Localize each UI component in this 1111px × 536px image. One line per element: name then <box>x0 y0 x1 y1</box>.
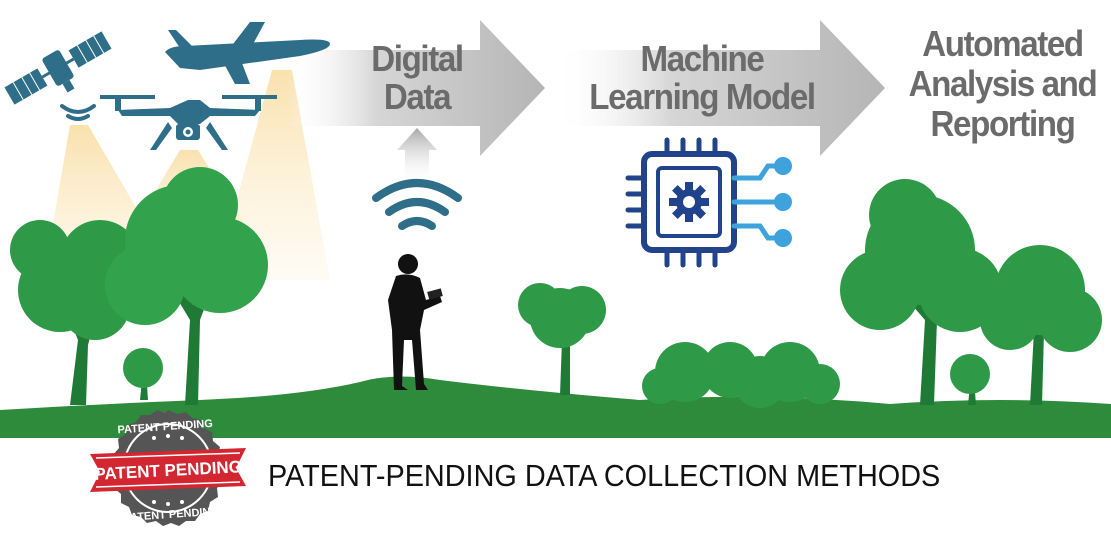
satellite-icon <box>4 31 112 105</box>
step-digital-line-1: Digital <box>371 38 464 79</box>
chip-ai-icon <box>625 137 792 268</box>
gear-icon <box>669 182 709 222</box>
step-analysis-line-3: Reporting <box>930 103 1076 144</box>
step-digital-data: Digital Data <box>357 40 477 116</box>
step-digital-line-2: Data <box>383 76 452 117</box>
wifi-signal-icon <box>372 179 462 230</box>
step-analysis-line-1: Automated <box>922 23 1084 64</box>
step-machine-learning: Machine Learning Model <box>564 40 840 116</box>
trees-left <box>10 167 268 405</box>
arrow-digital <box>285 20 545 156</box>
airplane-icon <box>165 22 330 84</box>
ground <box>0 376 1111 438</box>
step-automated-analysis: Automated Analysis and Reporting <box>899 24 1106 144</box>
person-tablet-icon <box>388 254 443 390</box>
drone-icon <box>100 95 277 150</box>
step-analysis-line-2: Analysis and <box>908 63 1098 104</box>
patent-pending-seal: PATENT PENDING PATENT PENDING PATENT PEN… <box>90 410 246 526</box>
arrow-ml <box>555 20 885 156</box>
satellite-signal-icon <box>60 104 96 121</box>
arrow-up <box>397 128 437 185</box>
trees-middle <box>518 283 840 408</box>
step-ml-line-1: Machine <box>640 38 765 79</box>
caption: PATENT-PENDING DATA COLLECTION METHODS <box>268 458 941 493</box>
trees-right <box>840 179 1102 405</box>
step-ml-line-2: Learning Model <box>589 76 816 117</box>
